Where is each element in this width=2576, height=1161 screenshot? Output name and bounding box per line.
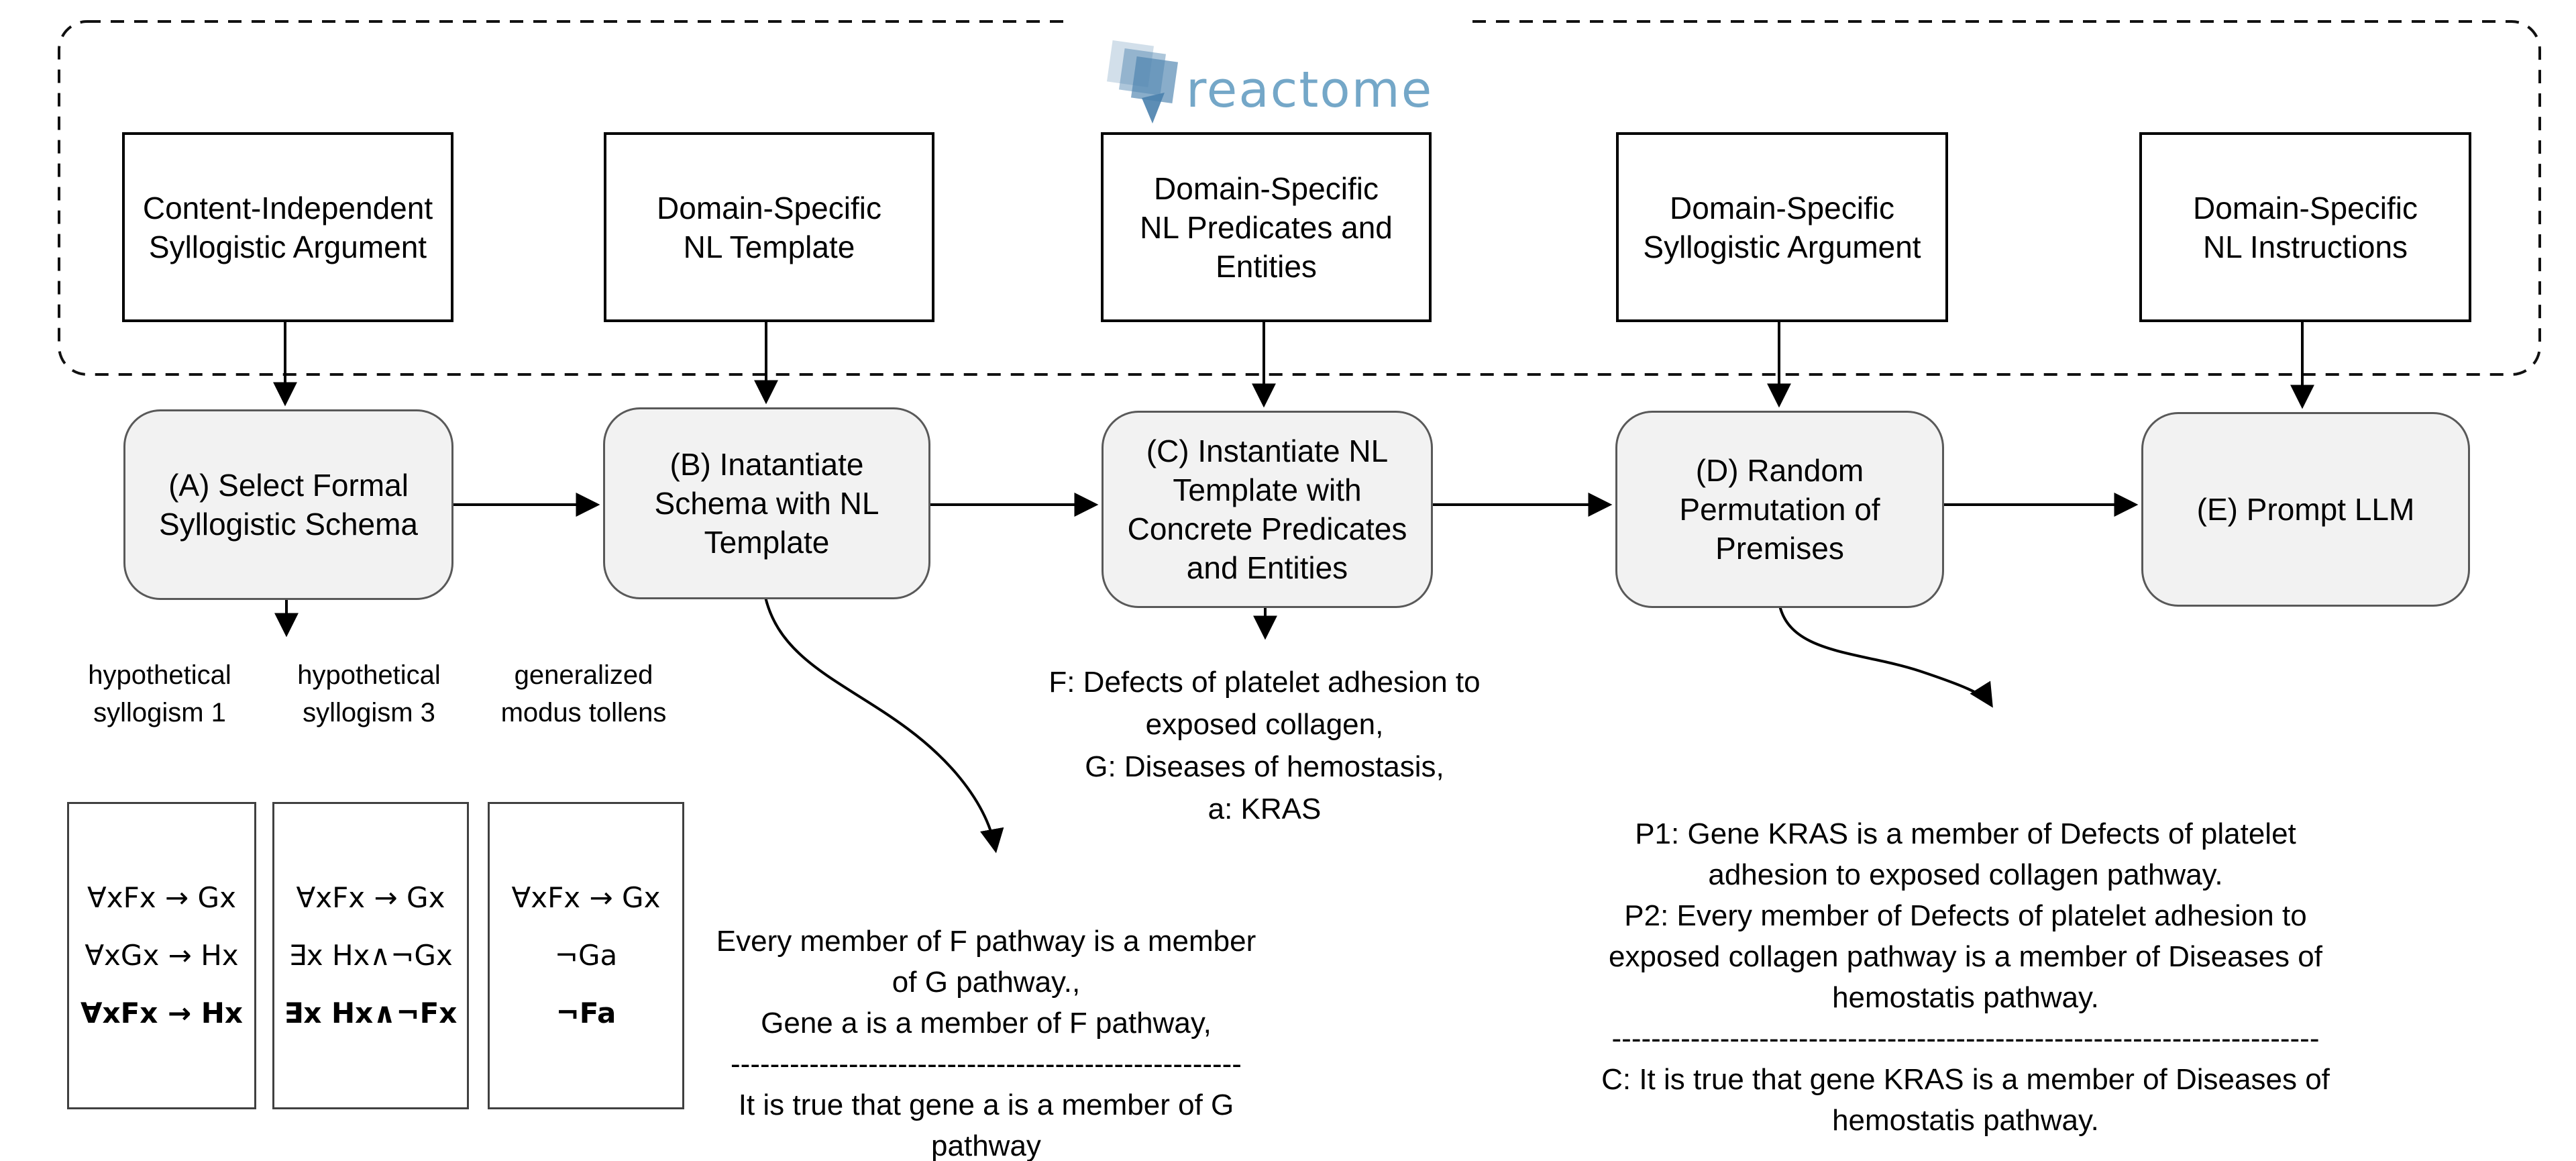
schema-conclusion: ∃x Hx∧¬Fx: [284, 997, 458, 1029]
input-box-line: NL Predicates and: [1140, 209, 1393, 245]
separator-dashes: ----------------------------------------…: [731, 1048, 1242, 1080]
input-box-line: Domain-Specific: [2193, 190, 2418, 225]
step-box-line: Schema with NL: [654, 486, 879, 521]
arrow-b-to-template: [764, 597, 1004, 854]
separator-dashes: ----------------------------------------…: [1611, 1022, 2320, 1055]
schema-conclusion: ¬Fa: [555, 997, 616, 1029]
example-line: P2: Every member of Defects of platelet …: [1624, 899, 2307, 932]
schema-premise: ∃x Hx∧¬Gx: [288, 939, 453, 972]
step-box-line: (D) Random: [1695, 453, 1864, 488]
input-box-line: Content-Independent: [142, 190, 433, 225]
example-line: hemostatis pathway.: [1832, 981, 2099, 1014]
example-predicates-entities: F: Defects of platelet adhesion to expos…: [1003, 661, 1526, 830]
input-box-line: Domain-Specific: [1154, 170, 1379, 206]
example-line: a: KRAS: [1208, 793, 1322, 825]
example-line: adhesion to exposed collagen pathway.: [1708, 858, 2223, 891]
schema-premise: ∀xFx → Gx: [87, 881, 236, 914]
example-line: F: Defects of platelet adhesion to: [1049, 666, 1481, 699]
logo-border-gap: [1073, 5, 1469, 38]
schema-label-hypothetical-syllogism-3: hypothetical syllogism 3: [272, 656, 466, 731]
example-line: G: Diseases of hemostasis,: [1085, 750, 1444, 783]
schema-label-line: modus tollens: [500, 698, 667, 727]
example-line: Every member of F pathway is a member: [716, 925, 1256, 958]
reactome-logo-text: reactome: [1186, 61, 1434, 119]
step-box-d-random-permutation: (D) Random Permutation of Premises: [1615, 411, 1944, 608]
step-box-line: Template with: [1173, 472, 1362, 507]
step-box-line: (C) Instantiate NL: [1146, 434, 1389, 468]
input-box-nl-instructions: Domain-Specific NL Instructions: [2139, 132, 2471, 322]
step-box-b-instantiate-schema: (B) Inatantiate Schema with NL Template: [603, 407, 930, 599]
schema-premise: ∀xGx → Hx: [85, 939, 239, 972]
input-box-line: NL Instructions: [2202, 229, 2408, 264]
step-box-line: Template: [704, 525, 830, 560]
input-box-line: Syllogistic Argument: [148, 229, 427, 264]
step-box-line: (E) Prompt LLM: [2196, 492, 2415, 527]
schema-label-line: syllogism 3: [303, 698, 435, 727]
schema-label-line: generalized: [514, 660, 653, 690]
input-box-nl-template: Domain-Specific NL Template: [604, 132, 934, 322]
input-box-syllogistic-argument: Domain-Specific Syllogistic Argument: [1616, 132, 1948, 322]
input-box-nl-predicates-entities: Domain-Specific NL Predicates and Entiti…: [1101, 132, 1432, 322]
schema-premise: ∀xFx → Gx: [511, 881, 661, 914]
input-box-line: Domain-Specific: [657, 190, 881, 225]
schema-box-generalized-modus-tollens: ∀xFx → Gx ¬Ga ¬Fa: [488, 802, 684, 1109]
schema-label-line: syllogism 1: [93, 698, 226, 727]
input-box-line: Syllogistic Argument: [1643, 229, 1921, 264]
schema-premise: ∀xFx → Gx: [296, 881, 445, 914]
step-box-line: Premises: [1715, 531, 1844, 566]
example-line: Gene a is a member of F pathway,: [761, 1007, 1212, 1040]
step-box-line: (A) Select Formal: [168, 468, 409, 503]
example-line: exposed collagen,: [1145, 708, 1384, 741]
step-box-line: Concrete Predicates: [1127, 511, 1407, 546]
example-line: exposed collagen pathway is a member of …: [1609, 940, 2322, 973]
step-box-line: Permutation of: [1679, 492, 1880, 527]
schema-conclusion: ∀xFx → Hx: [80, 997, 244, 1029]
schema-label-line: hypothetical: [88, 660, 231, 690]
step-box-e-prompt-llm: (E) Prompt LLM: [2141, 412, 2470, 607]
example-line: P1: Gene KRAS is a member of Defects of …: [1635, 817, 2296, 850]
example-line: of G pathway.,: [892, 966, 1081, 999]
schema-label-line: hypothetical: [297, 660, 441, 690]
example-line: C: It is true that gene KRAS is a member…: [1601, 1063, 2330, 1096]
example-line: pathway: [931, 1129, 1041, 1161]
step-box-c-instantiate-template: (C) Instantiate NL Template with Concret…: [1102, 411, 1433, 608]
input-box-line: Entities: [1216, 248, 1317, 284]
arrow-d-to-final: [1778, 602, 1993, 708]
step-box-line: (B) Inatantiate: [669, 447, 864, 482]
step-box-line: and Entities: [1186, 550, 1348, 585]
schema-premise: ¬Ga: [554, 939, 618, 972]
example-line: hemostatis pathway.: [1832, 1104, 2099, 1137]
schema-label-hypothetical-syllogism-1: hypothetical syllogism 1: [62, 656, 257, 731]
schema-box-hypothetical-syllogism-3: ∀xFx → Gx ∃x Hx∧¬Gx ∃x Hx∧¬Fx: [272, 802, 469, 1109]
step-box-a-select-schema: (A) Select Formal Syllogistic Schema: [123, 409, 453, 600]
example-abstract-argument: Every member of F pathway is a member of…: [684, 921, 1288, 1161]
schema-label-generalized-modus-tollens: generalized modus tollens: [486, 656, 681, 731]
reactome-logo-icon: [1106, 40, 1179, 123]
example-final-argument: P1: Gene KRAS is a member of Defects of …: [1529, 813, 2402, 1141]
step-box-line: Syllogistic Schema: [158, 507, 419, 542]
input-box-content-independent-syllogistic-argument: Content-Independent Syllogistic Argument: [122, 132, 453, 322]
schema-box-hypothetical-syllogism-1: ∀xFx → Gx ∀xGx → Hx ∀xFx → Hx: [67, 802, 256, 1109]
inputs-dashed-boundary: [58, 20, 2541, 376]
example-line: It is true that gene a is a member of G: [738, 1089, 1234, 1121]
input-box-line: NL Template: [683, 229, 855, 264]
input-box-line: Domain-Specific: [1670, 190, 1894, 225]
